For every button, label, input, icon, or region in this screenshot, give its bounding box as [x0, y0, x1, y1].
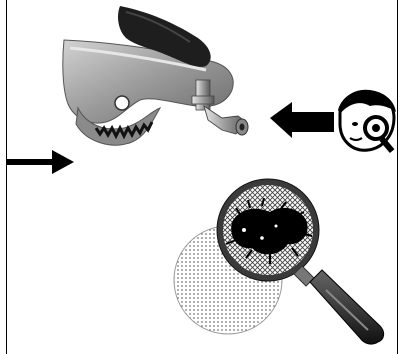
spray-gun-icon: [63, 6, 233, 145]
inspector-face-icon: [338, 90, 396, 153]
right-arrow-icon: [7, 150, 74, 174]
direction-arrow-icon: [270, 102, 334, 138]
